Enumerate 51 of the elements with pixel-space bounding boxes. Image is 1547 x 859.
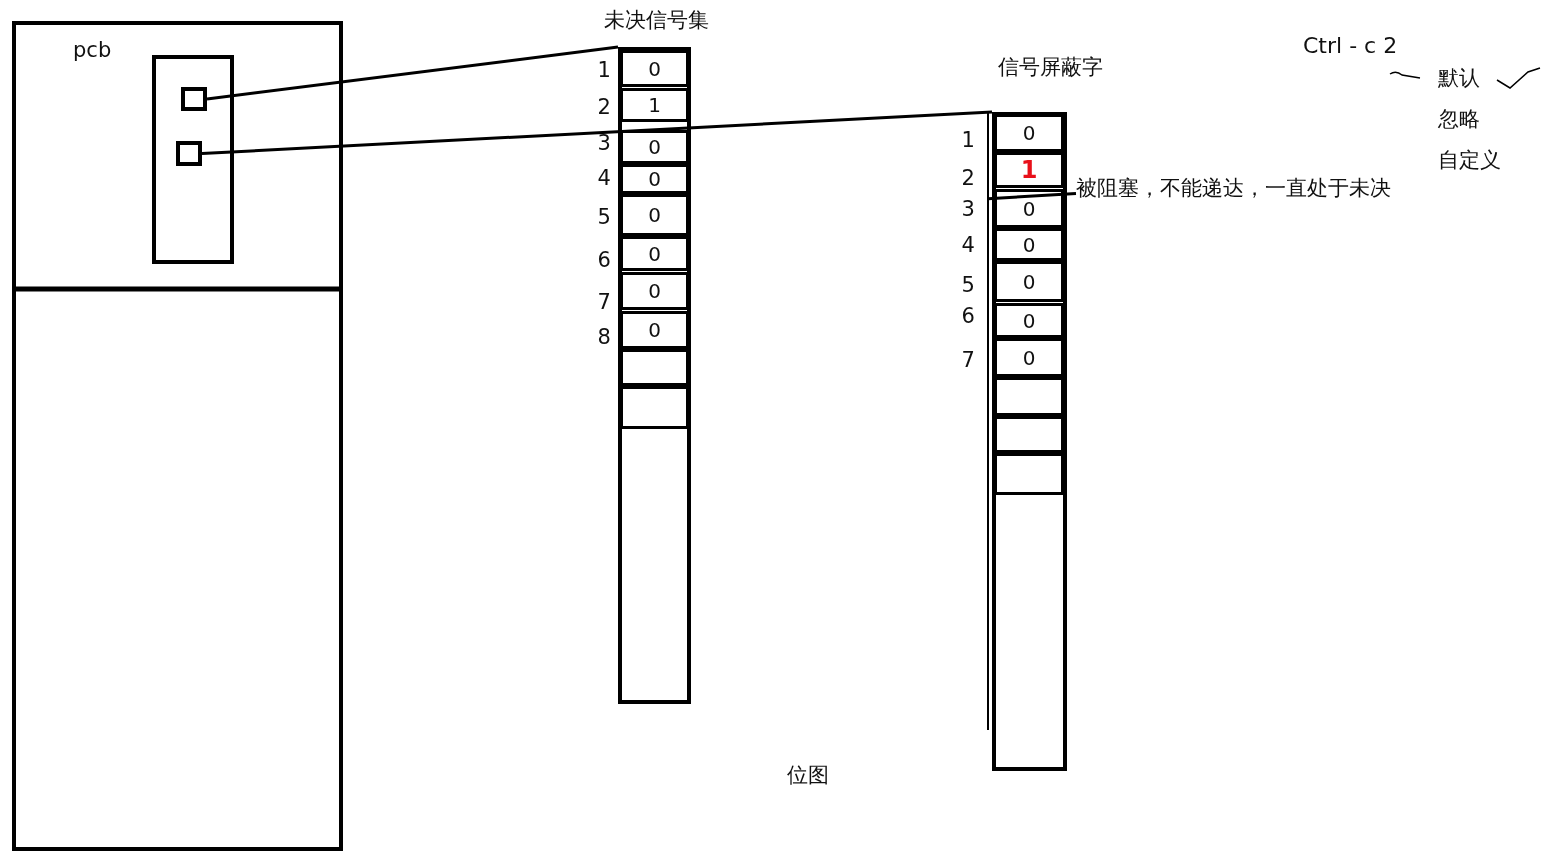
option-label: 默认: [1438, 65, 1480, 92]
row-number: 1: [597, 58, 611, 82]
connector-line: [206, 45, 619, 101]
leader-line: [987, 192, 1077, 201]
bit-cell: 0: [994, 228, 1064, 261]
bit-cell: 1: [994, 152, 1064, 188]
row-number: 5: [597, 205, 611, 229]
row-number: 5: [961, 273, 975, 297]
bit-cell: 0: [620, 164, 689, 194]
bit-cell: 0: [994, 303, 1064, 338]
bit-cell: 0: [620, 236, 689, 271]
row-number: 1: [961, 128, 975, 152]
row-number: 3: [597, 131, 611, 155]
row-number: 7: [597, 290, 611, 314]
pointer-square: [181, 87, 207, 111]
bit-cell: 0: [994, 114, 1064, 152]
pcb-label: pcb: [73, 38, 112, 62]
row-number: 3: [961, 197, 975, 221]
row-number: 8: [597, 325, 611, 349]
bit-cell: 0: [994, 261, 1064, 302]
pcb-box: [12, 21, 343, 851]
connector-line: [201, 110, 993, 155]
bit-cell: [994, 377, 1064, 416]
option-label: 忽略: [1438, 106, 1480, 133]
bit-cell: [994, 453, 1064, 495]
bit-cell: [994, 416, 1064, 453]
row-number: 2: [961, 166, 975, 190]
option-label: 自定义: [1438, 147, 1501, 174]
bit-cell: [620, 349, 689, 386]
bit-cell: 0: [620, 194, 689, 236]
bit-cell: [620, 386, 689, 429]
bit-cell: 0: [620, 311, 689, 349]
row-number: 6: [597, 248, 611, 272]
note-text: 被阻塞，不能递达，一直处于未决: [1076, 174, 1391, 204]
bit-cell: 0: [994, 338, 1064, 377]
row-number: 2: [597, 95, 611, 119]
field-box: [152, 55, 234, 264]
bit-cell: 0: [994, 189, 1064, 228]
row-number: 4: [961, 233, 975, 257]
column-heading: 未决信号集: [604, 7, 709, 34]
bit-cell: 0: [620, 50, 689, 87]
column-heading: 信号屏蔽字: [998, 54, 1103, 81]
row-number: 7: [961, 348, 975, 372]
bit-cell: 0: [620, 272, 689, 310]
pointer-square: [176, 141, 202, 166]
key-label: Ctrl - c 2: [1303, 33, 1398, 58]
row-number: 4: [597, 166, 611, 190]
bit-cell: 1: [620, 88, 689, 122]
bit-cell: 0: [620, 130, 689, 164]
row-number: 6: [961, 304, 975, 328]
caption-label: 位图: [787, 762, 829, 789]
